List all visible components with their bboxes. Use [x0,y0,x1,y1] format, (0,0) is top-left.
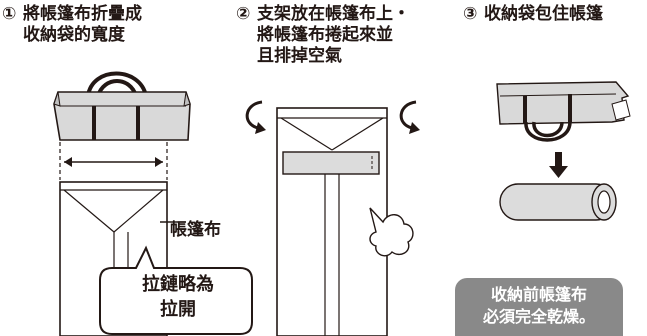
width-guide [59,142,168,180]
zipper-callout [99,245,253,335]
step-2-line-2: 將帳篷布捲起來並 [257,25,393,45]
down-arrow-icon [549,152,568,178]
storage-bag-step3 [496,81,631,142]
zipper-callout-line-2: 拉開 [160,299,196,320]
step-1-number: ① [2,4,17,24]
step-2-number: ② [236,4,251,24]
tent-fabric-label: 帳篷布 [170,220,221,240]
curl-arrow-right [399,100,420,134]
step-2-text: ② 支架放在帳篷布上・ 將帳篷布捲起來並 且排掉空氣 [236,4,410,67]
zipper-callout-line-1: 拉鏈略為 [142,274,214,295]
step-1-text: ① 將帳篷布折疊成 收納袋的寬度 [2,4,142,46]
step-3-line-1: 收納袋包住帳篷 [484,4,603,24]
zipper-callout-text: 拉鏈略為 拉開 [104,272,252,322]
air-puff-icon [369,207,414,257]
note-line-1: 收納前帳篷布 [490,285,587,304]
step-1-line-1: 將帳篷布折疊成 [23,4,142,24]
rolled-tent-icon [499,183,617,221]
dry-before-storage-note: 收納前帳篷布 必須完全乾燥。 [455,278,623,336]
note-line-2: 必須完全乾燥。 [482,307,595,326]
step-3-text: ③ 收納袋包住帳篷 [463,4,603,25]
step-2-line-1: 支架放在帳篷布上・ [257,4,410,24]
step-2-line-3: 且排掉空氣 [257,46,342,66]
step-1-line-2: 收納袋的寬度 [23,25,125,45]
rolling-fabric [276,107,388,336]
step-3-number: ③ [463,4,478,24]
curl-arrow-left [245,100,266,134]
storage-bag-step1 [53,71,191,141]
